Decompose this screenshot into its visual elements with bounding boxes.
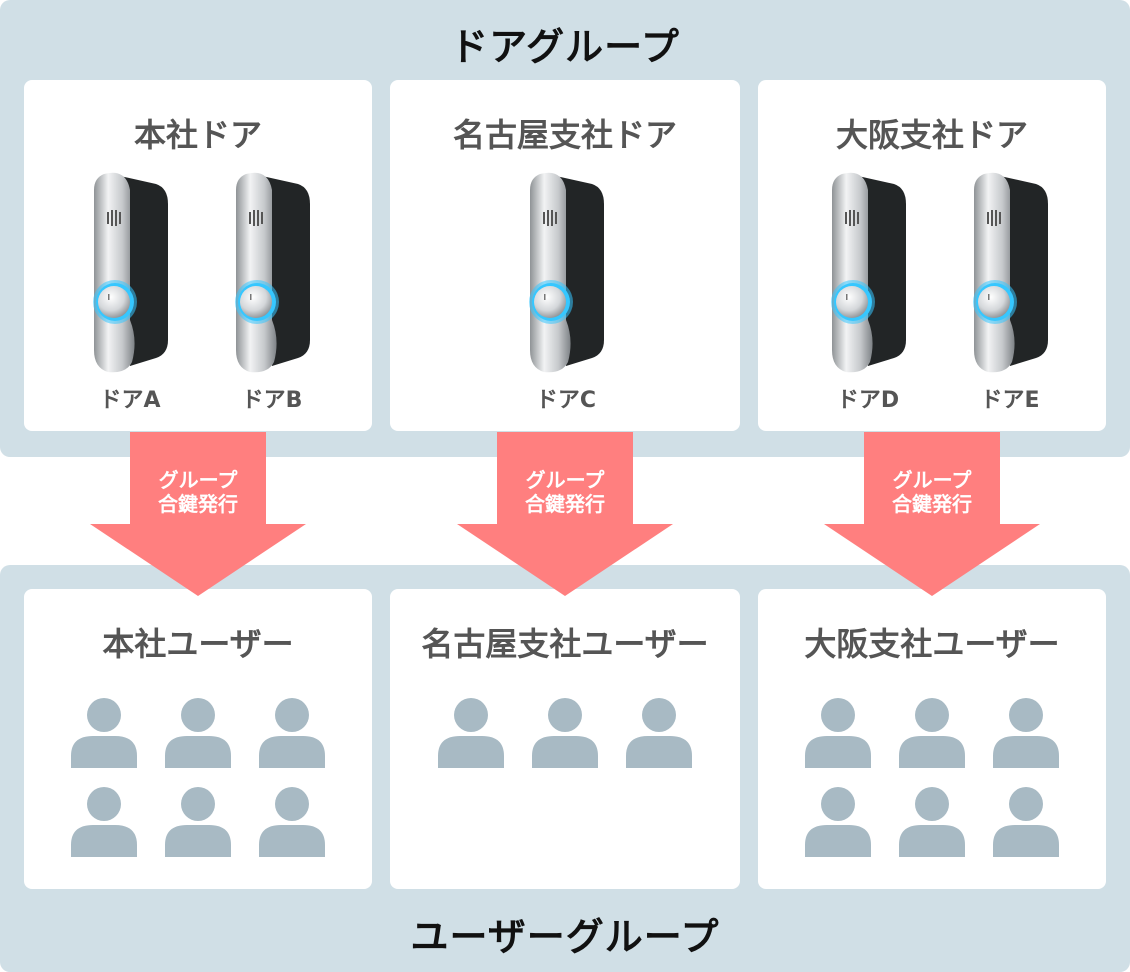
user-icon: [259, 696, 325, 768]
user-icon: [993, 696, 1059, 768]
user-card-title: 大阪支社ユーザー: [804, 625, 1060, 663]
down-arrow-icon: [90, 432, 306, 596]
user-card-title: 名古屋支社ユーザー: [421, 625, 709, 663]
user-card-nagoya: 名古屋支社ユーザー: [390, 589, 740, 889]
user-card-headquarters: 本社ユーザー: [24, 589, 372, 889]
user-icon: [899, 696, 965, 768]
user-icon: [805, 696, 871, 768]
user-icon: [259, 785, 325, 857]
arrow-label-line2: 合鍵発行: [892, 492, 972, 516]
door-label: ドアC: [535, 388, 597, 413]
group-key-issue-arrow: グループ 合鍵発行: [824, 432, 1040, 596]
user-icon: [532, 696, 598, 768]
user-icon: [805, 787, 871, 857]
user-icon: [259, 787, 325, 857]
door-card-title: 本社ドア: [133, 116, 262, 154]
user-icon: [626, 696, 692, 768]
smart-lock-graphic: [529, 172, 604, 373]
smart-lock-icon: [526, 170, 606, 375]
user-icon: [71, 698, 137, 768]
user-icon: [899, 785, 965, 857]
arrow-label-line1: グループ: [158, 468, 238, 492]
smart-lock-icon: [970, 170, 1050, 375]
user-card-title: 本社ユーザー: [102, 625, 294, 663]
arrow-label: グループ 合鍵発行: [824, 468, 1040, 516]
user-icon: [899, 698, 965, 768]
smart-lock-graphic: [831, 172, 906, 373]
arrow-label-line2: 合鍵発行: [158, 492, 238, 516]
down-arrow-icon: [824, 432, 1040, 596]
user-icon: [71, 696, 137, 768]
group-key-issue-arrow: グループ 合鍵発行: [457, 432, 673, 596]
arrow-label-line1: グループ: [892, 468, 972, 492]
user-icon: [993, 785, 1059, 857]
user-icon: [71, 787, 137, 857]
smart-lock-graphic: [235, 172, 310, 373]
user-icon: [165, 698, 231, 768]
door-card-osaka: 大阪支社ドア ドアD: [758, 80, 1106, 431]
arrow-label: グループ 合鍵発行: [90, 468, 306, 516]
door-label: ドアD: [836, 388, 900, 413]
smart-lock-icon: [90, 170, 170, 375]
smart-lock-graphic: [973, 172, 1048, 373]
user-icon: [259, 698, 325, 768]
door-label: ドアB: [241, 388, 303, 413]
smart-lock-icon: [828, 170, 908, 375]
user-icon: [899, 787, 965, 857]
door-group-title: ドアグループ: [450, 25, 680, 69]
user-icon: [165, 785, 231, 857]
user-group-title: ユーザーグループ: [410, 915, 720, 959]
door-card-title: 名古屋支社ドア: [452, 116, 677, 154]
user-icon: [993, 787, 1059, 857]
group-key-issue-arrow: グループ 合鍵発行: [90, 432, 306, 596]
user-icon: [71, 785, 137, 857]
arrow-label: グループ 合鍵発行: [457, 468, 673, 516]
user-icon: [165, 696, 231, 768]
arrow-label-line1: グループ: [525, 468, 605, 492]
door-label: ドアE: [980, 388, 1040, 413]
smart-lock-icon: [232, 170, 312, 375]
door-label: ドアA: [99, 388, 161, 413]
user-icon: [626, 698, 692, 768]
user-icon: [805, 785, 871, 857]
door-card-title: 大阪支社ドア: [835, 116, 1028, 154]
user-icon: [805, 698, 871, 768]
arrow-label-line2: 合鍵発行: [525, 492, 605, 516]
user-icon: [165, 787, 231, 857]
user-card-osaka: 大阪支社ユーザー: [758, 589, 1106, 889]
door-card-headquarters: 本社ドア ドアA: [24, 80, 372, 431]
smart-lock-graphic: [93, 172, 168, 373]
user-icon: [438, 698, 504, 768]
down-arrow-icon: [457, 432, 673, 596]
door-card-nagoya: 名古屋支社ドア ドアC: [390, 80, 740, 431]
user-icon: [438, 696, 504, 768]
user-icon: [532, 698, 598, 768]
user-icon: [993, 698, 1059, 768]
